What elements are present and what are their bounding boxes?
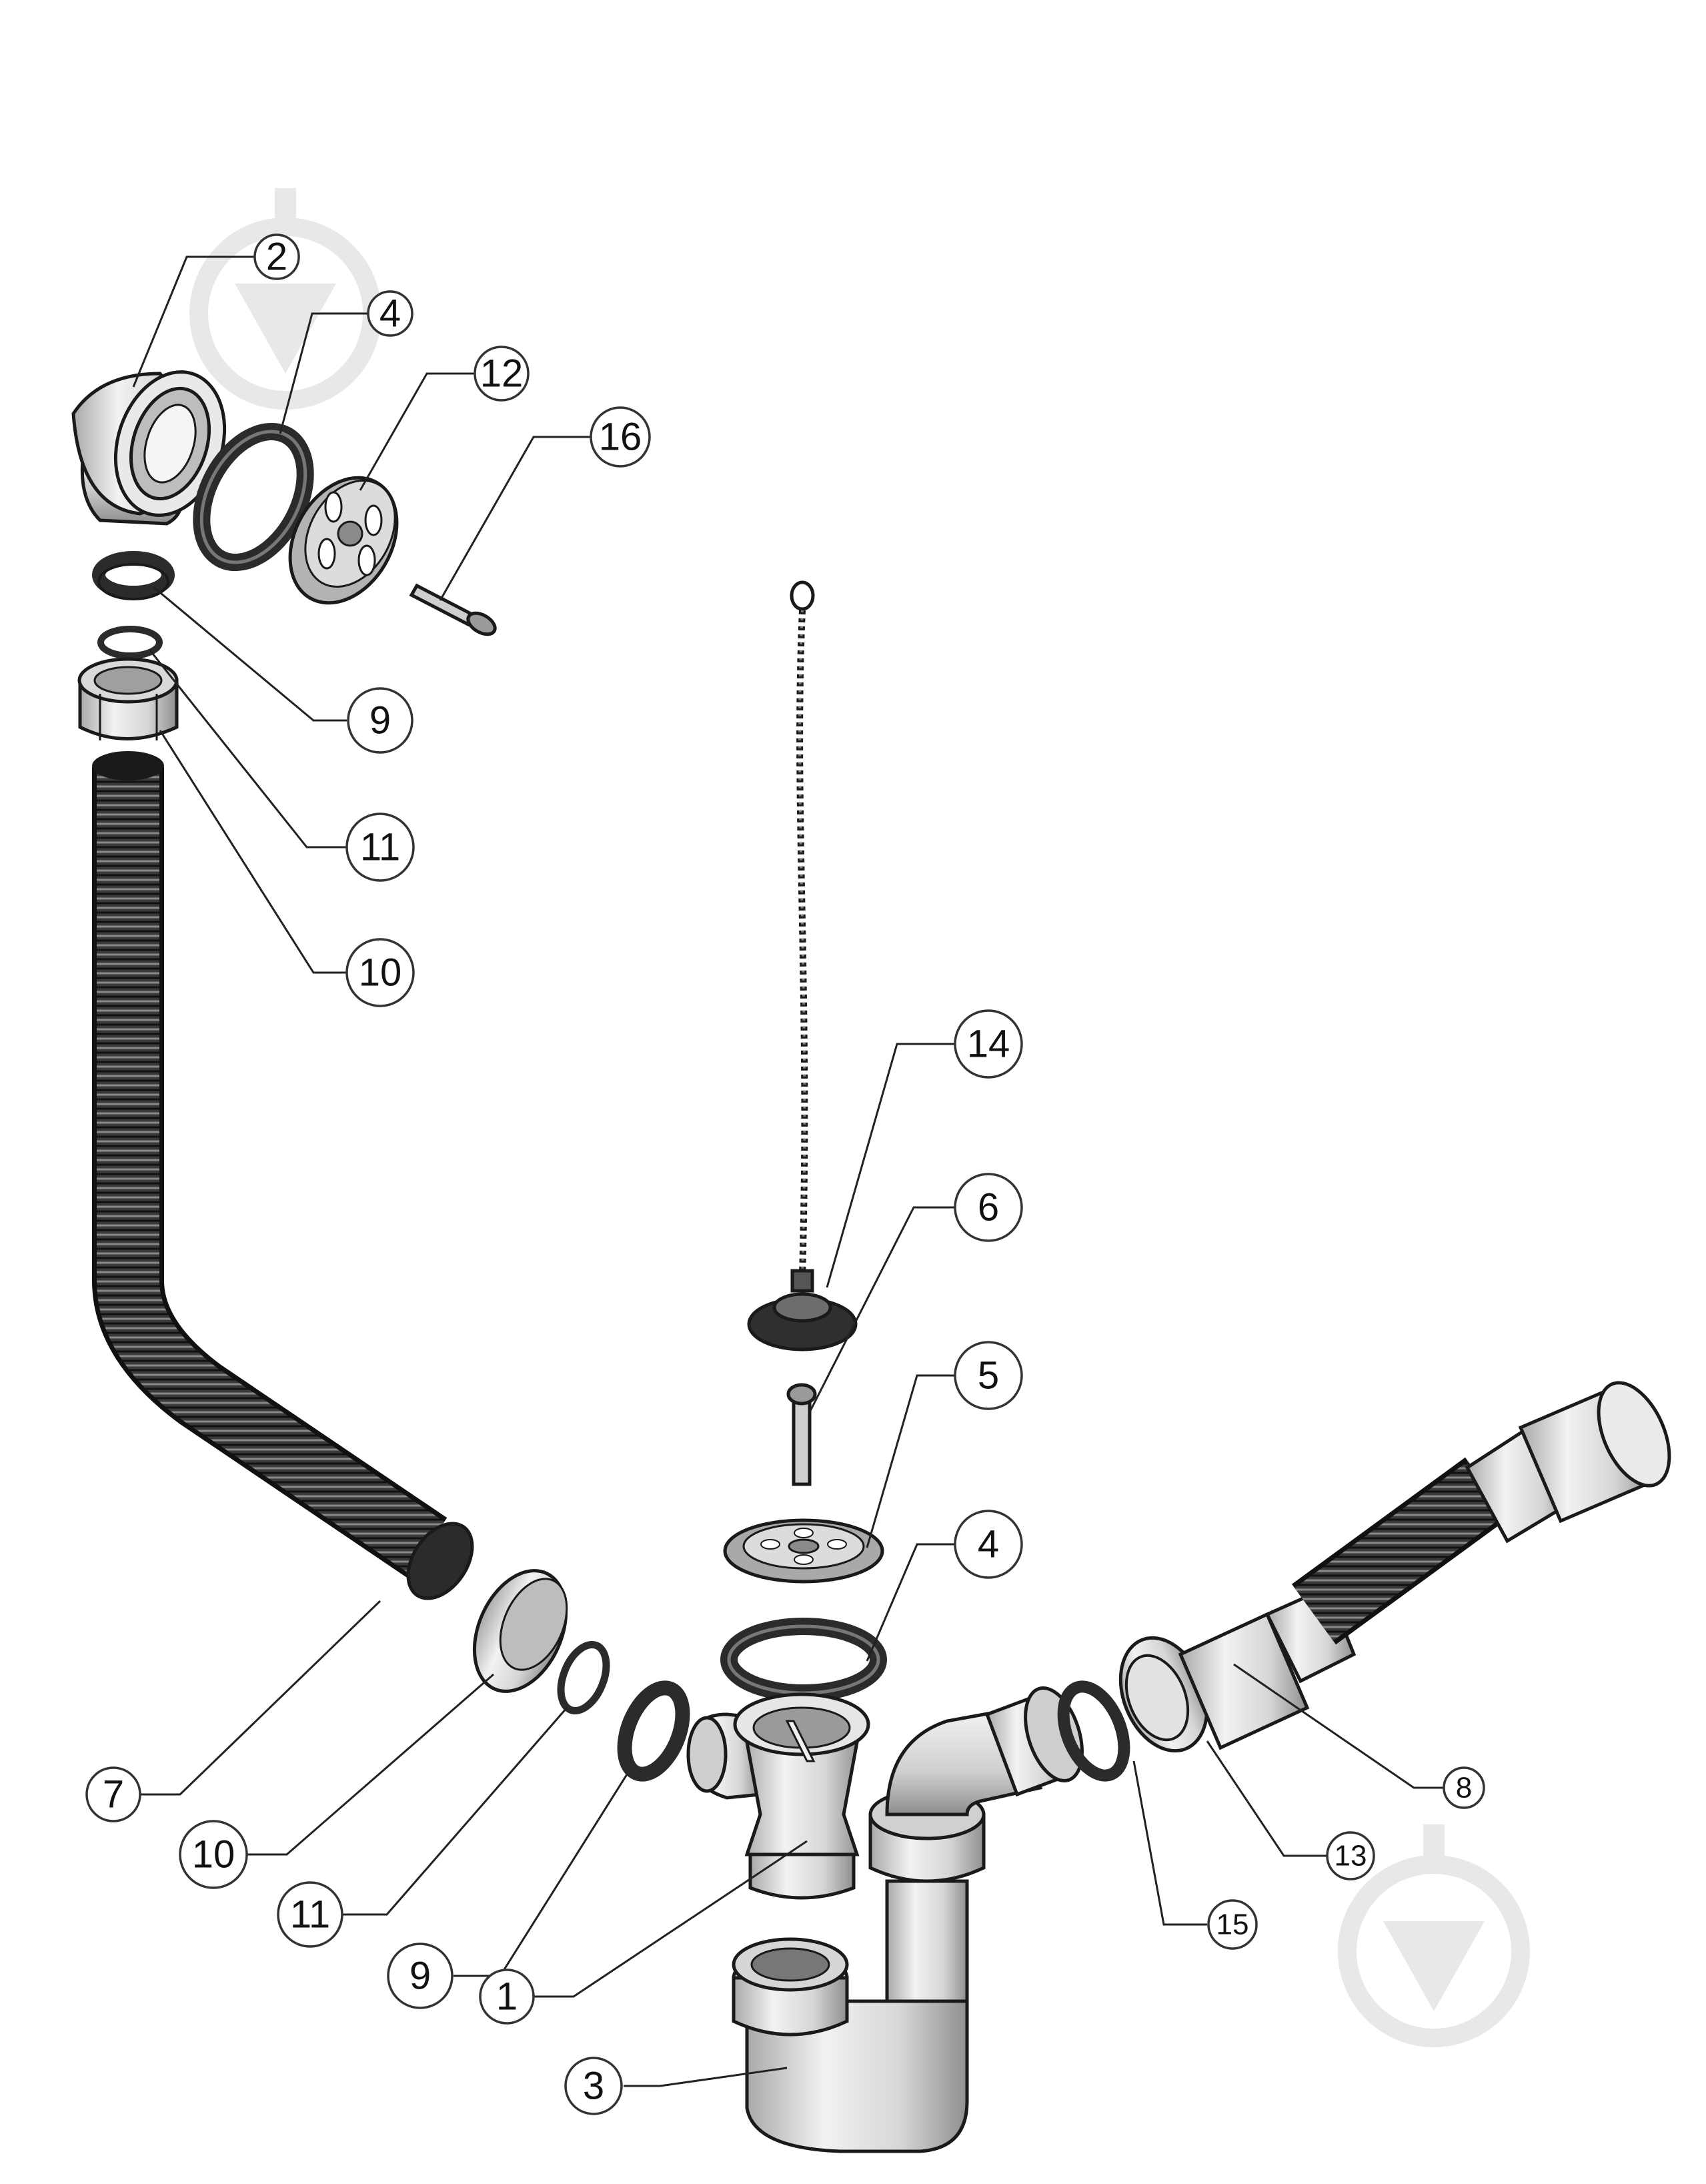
drain-body-part xyxy=(686,1692,870,1900)
plug-with-chain-part xyxy=(747,580,858,1351)
gasket-ring-part xyxy=(720,1618,887,1702)
callout-11: 11 xyxy=(345,812,415,882)
watermark-logo-icon xyxy=(1338,1824,1530,2047)
callout-label: 11 xyxy=(360,826,400,869)
callout-13: 13 xyxy=(1326,1831,1375,1880)
callout-9: 9 xyxy=(387,1943,454,2009)
flexible-outlet-hose-part xyxy=(1178,1381,1671,1750)
callout-1: 1 xyxy=(479,1969,535,2025)
siphon-trap-part xyxy=(732,1686,1084,2153)
union-nut-part xyxy=(77,657,179,740)
callout-9: 9 xyxy=(347,687,413,754)
overflow-grille-part xyxy=(288,476,399,605)
callout-10: 10 xyxy=(345,938,415,1007)
callout-3: 3 xyxy=(564,2057,623,2115)
callout-label: 6 xyxy=(978,1186,999,1229)
corrugated-hose-part xyxy=(92,751,474,1600)
callout-label: 2 xyxy=(266,235,287,279)
union-nut-part xyxy=(472,1569,568,1693)
callout-label: 7 xyxy=(103,1773,124,1816)
callout-4: 4 xyxy=(954,1510,1023,1579)
callout-label: 13 xyxy=(1335,1840,1367,1872)
callout-label: 16 xyxy=(599,416,642,459)
callout-12: 12 xyxy=(474,346,530,402)
callout-6: 6 xyxy=(954,1173,1023,1242)
o-ring-part xyxy=(557,1640,610,1715)
seal-ring-part xyxy=(92,551,175,600)
callout-11: 11 xyxy=(277,1881,343,1948)
callout-label: 11 xyxy=(290,1893,330,1937)
callout-2: 2 xyxy=(253,233,300,280)
callout-label: 9 xyxy=(369,699,391,742)
callout-label: 5 xyxy=(978,1354,999,1398)
drain-grate-part xyxy=(723,1518,884,1584)
callout-15: 15 xyxy=(1207,1899,1258,1950)
callout-label: 10 xyxy=(192,1833,235,1876)
callout-label: 1 xyxy=(496,1975,518,2019)
leader-lines xyxy=(132,255,1444,2087)
center-screw-part xyxy=(786,1383,817,1486)
watermark-logo-icon xyxy=(189,188,381,410)
callout-5: 5 xyxy=(954,1341,1023,1410)
callout-10: 10 xyxy=(179,1820,248,1889)
callout-7: 7 xyxy=(85,1766,141,1822)
callout-label: 12 xyxy=(480,352,524,396)
o-ring-part xyxy=(1057,1680,1130,1782)
overflow-elbow-part xyxy=(71,370,227,526)
callout-8: 8 xyxy=(1443,1766,1485,1809)
callout-14: 14 xyxy=(954,1009,1023,1079)
callout-label: 9 xyxy=(409,1955,431,1998)
screw-part xyxy=(409,583,497,636)
callout-label: 8 xyxy=(1456,1772,1472,1804)
o-ring-part xyxy=(97,626,163,659)
callout-label: 14 xyxy=(967,1023,1010,1066)
callout-label: 3 xyxy=(583,2065,604,2108)
callout-label: 4 xyxy=(379,292,401,336)
gasket-ring-part xyxy=(193,422,314,572)
callout-16: 16 xyxy=(590,406,651,468)
seal-ring-part xyxy=(617,1680,690,1782)
callout-label: 15 xyxy=(1216,1908,1249,1941)
callout-4: 4 xyxy=(367,290,413,337)
callout-label: 4 xyxy=(978,1523,999,1566)
callout-label: 10 xyxy=(359,951,402,995)
